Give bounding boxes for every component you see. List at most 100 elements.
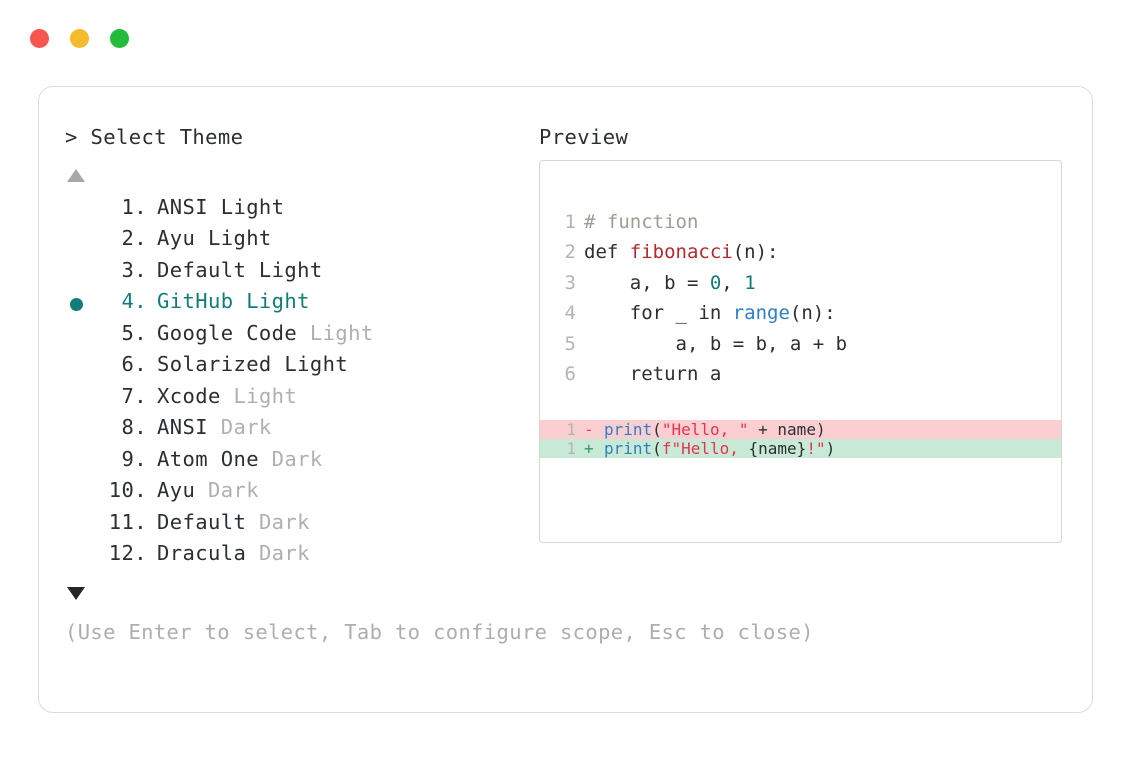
selection-indicator (65, 195, 95, 227)
code-line: 5 a, b = b, a + b (540, 329, 1061, 360)
minimize-button[interactable] (70, 29, 89, 48)
code-text: # function (584, 207, 698, 238)
theme-item-number: 11. (108, 509, 147, 534)
line-number: 4 (564, 302, 576, 324)
theme-item-number: 9. (121, 446, 147, 471)
selected-bullet-icon (70, 298, 83, 312)
close-button[interactable] (30, 29, 49, 48)
theme-list-item[interactable]: 11. Default Dark (65, 510, 535, 542)
theme-item-label: Default Dark (157, 509, 310, 534)
theme-item-number: 10. (108, 478, 147, 502)
maximize-button[interactable] (110, 29, 129, 48)
code-token: (n): (789, 302, 836, 324)
code-line: 4 for _ in range(n): (540, 298, 1061, 329)
theme-item-label: Solarized Light (157, 352, 349, 376)
code-text: for _ in range(n): (584, 298, 836, 329)
code-token: ( (652, 438, 662, 458)
code-token: a, b = (584, 271, 710, 294)
code-token: return a (584, 363, 722, 385)
code-token: a, b = b, a + b (584, 332, 848, 355)
theme-list-item[interactable]: 1.ANSI Light (65, 195, 535, 227)
theme-list-item[interactable]: 12.Dracula Dark (65, 541, 535, 573)
code-token: def (584, 241, 630, 263)
page-title: > Select Theme (65, 127, 535, 148)
diff-marker: + (584, 438, 594, 458)
diff-added-line: 1 + print(f"Hello, {name}!") (540, 438, 1061, 458)
selection-indicator (65, 258, 95, 290)
code-text: def fibonacci(n): (584, 237, 778, 268)
theme-item-variant: Dark (258, 446, 323, 471)
theme-item-variant: Dark (246, 541, 310, 565)
theme-item-variant: Light (220, 383, 298, 408)
theme-list-item[interactable]: 5.Google Code Light (65, 321, 535, 353)
code-token: "Hello, " (661, 419, 749, 439)
theme-list-item[interactable]: 4.GitHub Light (65, 289, 535, 321)
code-token: f"Hello, (661, 438, 749, 458)
theme-item-number: 3. (121, 257, 147, 282)
theme-item-variant: Dark (246, 509, 310, 534)
selection-indicator (65, 384, 95, 416)
theme-list-item[interactable]: 6. Solarized Light (65, 352, 535, 384)
theme-item-label: Google Code Light (157, 320, 374, 345)
code-token: ( (652, 419, 662, 439)
code-token: print (604, 419, 653, 439)
line-number: 3 (564, 271, 576, 294)
line-number: 5 (564, 332, 576, 355)
window-titlebar (30, 29, 129, 48)
scroll-down-icon[interactable] (67, 586, 85, 600)
theme-list-item[interactable]: 10. Ayu Dark (65, 478, 535, 510)
theme-item-label: ANSI Dark (157, 415, 272, 439)
theme-list-item[interactable]: 2. Ayu Light (65, 226, 535, 258)
code-token: !" (806, 438, 826, 458)
theme-item-label: Ayu Dark (157, 478, 259, 502)
diff-removed-line: 1 -print("Hello, " + name) (540, 419, 1061, 439)
code-token: 1 (744, 271, 756, 294)
selection-indicator (65, 321, 95, 353)
scroll-up-icon[interactable] (67, 168, 85, 182)
code-token: , (721, 271, 745, 294)
theme-item-number: 12. (108, 541, 147, 565)
code-line: 1 # function (540, 207, 1061, 238)
line-number: 6 (564, 363, 576, 385)
selection-indicator (65, 352, 95, 384)
preview-title: Preview (539, 125, 629, 149)
line-number: 1 (566, 438, 576, 458)
theme-list-item[interactable]: 7.Xcode Light (65, 384, 535, 416)
line-number: 2 (564, 241, 576, 263)
code-token: {name} (748, 438, 807, 458)
keyboard-hint: (Use Enter to select, Tab to configure s… (65, 620, 814, 644)
selection-indicator (65, 289, 95, 321)
theme-item-label: ANSI Light (157, 194, 285, 219)
code-token: ) (825, 438, 836, 458)
line-number: 1 (564, 210, 576, 233)
selection-indicator (65, 541, 95, 573)
code-token: for _ in (584, 302, 733, 324)
diff-marker: - (584, 419, 594, 439)
code-token: range (732, 302, 790, 324)
theme-item-label: Ayu Light (157, 226, 272, 250)
page-title-text: Select Theme (90, 125, 244, 149)
code-text: print("Hello, " + name) (604, 420, 826, 439)
selection-indicator (65, 478, 95, 510)
theme-item-variant: Dark (207, 415, 272, 439)
code-token: print (604, 438, 653, 458)
theme-item-number: 2. (121, 226, 147, 250)
code-token: fibonacci (629, 241, 733, 263)
code-text: a, b = b, a + b (584, 329, 848, 360)
theme-item-number: 6. (121, 352, 147, 376)
diff-sample: 1 -print("Hello, " + name)1 +print(f"Hel… (540, 419, 1061, 458)
selection-indicator (65, 226, 95, 258)
theme-item-number: 4. (121, 289, 147, 313)
theme-item-label: Xcode Light (157, 383, 298, 408)
theme-item-label: Default Light (157, 257, 323, 282)
code-token: + name) (748, 419, 826, 439)
theme-list-item[interactable]: 9.Atom One Dark (65, 447, 535, 479)
code-line: 6 return a (540, 359, 1061, 390)
theme-list-item[interactable]: 3. Default Light (65, 258, 535, 290)
line-number: 1 (566, 419, 576, 439)
theme-list-item[interactable]: 8.ANSI Dark (65, 415, 535, 447)
